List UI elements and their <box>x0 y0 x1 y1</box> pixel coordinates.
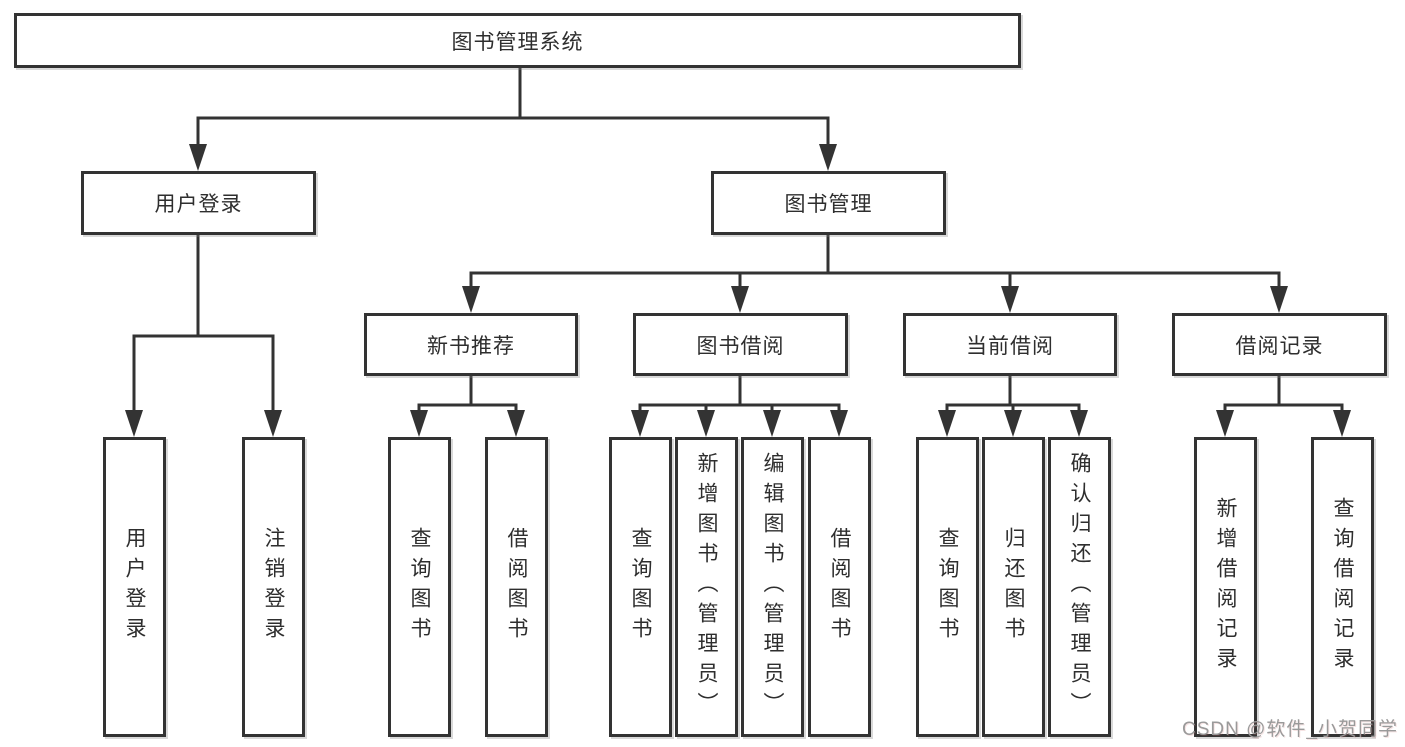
arrowhead <box>731 286 749 313</box>
node-current-borrow-label: 当前借阅 <box>966 334 1054 358</box>
leaf-query-borrow-record-label: 查询借阅记录 <box>1331 497 1354 677</box>
leaf-edit-book-admin-label: 编辑图书（管理员） <box>761 452 784 722</box>
arrowhead <box>830 410 848 437</box>
node-root: 图书管理系统 <box>14 13 1021 68</box>
leaf-add-book-admin: 新增图书（管理员） <box>675 437 738 737</box>
arrowhead <box>697 410 715 437</box>
leaf-confirm-return-admin: 确认归还（管理员） <box>1048 437 1111 737</box>
leaf-query-book-label: 查询图书 <box>629 527 652 647</box>
leaf-return-book-label: 归还图书 <box>1002 527 1025 647</box>
node-book-management-label: 图书管理 <box>784 193 873 216</box>
arrowhead <box>507 410 525 437</box>
leaf-query-current-borrow-label: 查询图书 <box>936 527 959 647</box>
leaf-add-book-admin-label: 新增图书（管理员） <box>695 452 718 722</box>
csdn-watermark: CSDN @软件_小贺同学 <box>1182 719 1398 740</box>
leaf-borrow-book-recommend: 借阅图书 <box>485 437 548 737</box>
node-book-management: 图书管理 <box>711 171 946 235</box>
arrowhead <box>631 410 649 437</box>
leaf-edit-book-admin: 编辑图书（管理员） <box>741 437 804 737</box>
arrowhead <box>763 410 781 437</box>
node-book-borrow: 图书借阅 <box>633 313 848 376</box>
leaf-add-borrow-record-label: 新增借阅记录 <box>1214 497 1237 677</box>
node-user-login-label: 用户登录 <box>154 193 243 216</box>
leaf-query-book-recommend: 查询图书 <box>388 437 451 737</box>
arrowhead <box>462 286 480 313</box>
arrowhead <box>1001 286 1019 313</box>
leaf-logout: 注销登录 <box>242 437 305 737</box>
leaf-confirm-return-admin-label: 确认归还（管理员） <box>1068 452 1091 722</box>
arrowhead <box>125 410 143 437</box>
leaf-user-login: 用户登录 <box>103 437 166 737</box>
leaf-query-current-borrow: 查询图书 <box>916 437 979 737</box>
node-borrow-records-label: 借阅记录 <box>1235 334 1324 358</box>
node-new-book-recommend: 新书推荐 <box>364 313 578 376</box>
arrowhead <box>410 410 428 437</box>
leaf-borrow-book-recommend-label: 借阅图书 <box>505 527 528 647</box>
node-new-book-recommend-label: 新书推荐 <box>427 334 515 358</box>
leaf-user-login-label: 用户登录 <box>123 527 146 647</box>
node-borrow-records: 借阅记录 <box>1172 313 1387 376</box>
leaf-query-book-recommend-label: 查询图书 <box>408 527 431 647</box>
leaf-query-book: 查询图书 <box>609 437 672 737</box>
leaf-return-book: 归还图书 <box>982 437 1045 737</box>
arrowhead <box>938 410 956 437</box>
node-book-borrow-label: 图书借阅 <box>696 334 785 358</box>
leaf-logout-label: 注销登录 <box>262 527 285 647</box>
leaf-query-borrow-record: 查询借阅记录 <box>1311 437 1374 737</box>
leaf-borrow-book-label: 借阅图书 <box>828 527 851 647</box>
arrowhead <box>1270 286 1288 313</box>
arrowhead <box>1070 410 1088 437</box>
arrowheads <box>125 144 1351 437</box>
arrowhead <box>264 410 282 437</box>
leaf-add-borrow-record: 新增借阅记录 <box>1194 437 1257 737</box>
arrowhead <box>1004 410 1022 437</box>
node-user-login: 用户登录 <box>81 171 316 235</box>
arrowhead <box>189 144 207 171</box>
node-root-label: 图书管理系统 <box>451 30 584 54</box>
leaf-borrow-book: 借阅图书 <box>808 437 871 737</box>
node-current-borrow: 当前借阅 <box>903 313 1117 376</box>
arrowhead <box>1333 410 1351 437</box>
arrowhead <box>1216 410 1234 437</box>
arrowhead <box>819 144 837 171</box>
